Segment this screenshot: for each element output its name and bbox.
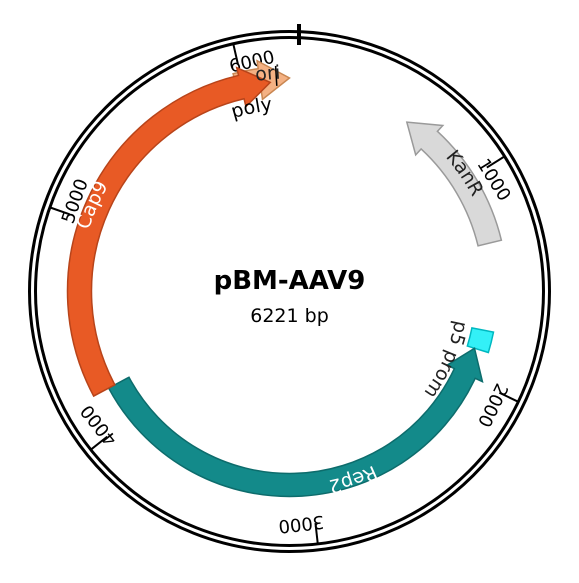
tick-1000 — [486, 155, 506, 169]
tick-4000 — [90, 435, 108, 451]
polya-signal-marker — [274, 65, 278, 86]
feature-layer — [66, 59, 503, 498]
tick-5000 — [49, 206, 70, 216]
backbone-outer-ring — [28, 30, 551, 553]
tick-3000 — [314, 522, 319, 545]
backbone-inner-ring — [34, 36, 545, 547]
tick-label-3000: 3000 — [277, 511, 325, 537]
tick-6000 — [232, 43, 239, 65]
kanr-feature — [405, 121, 503, 247]
cap9-feature — [66, 66, 272, 398]
plasmid-title: pBM-AAV9 — [214, 266, 366, 296]
p5-promoter-feature — [466, 326, 495, 354]
tick-2000 — [498, 391, 519, 403]
backbone-ring — [28, 24, 551, 553]
ori-label: ori — [254, 62, 281, 86]
rep2-feature — [107, 347, 484, 498]
plasmid-size: 6221 bp — [250, 305, 329, 327]
